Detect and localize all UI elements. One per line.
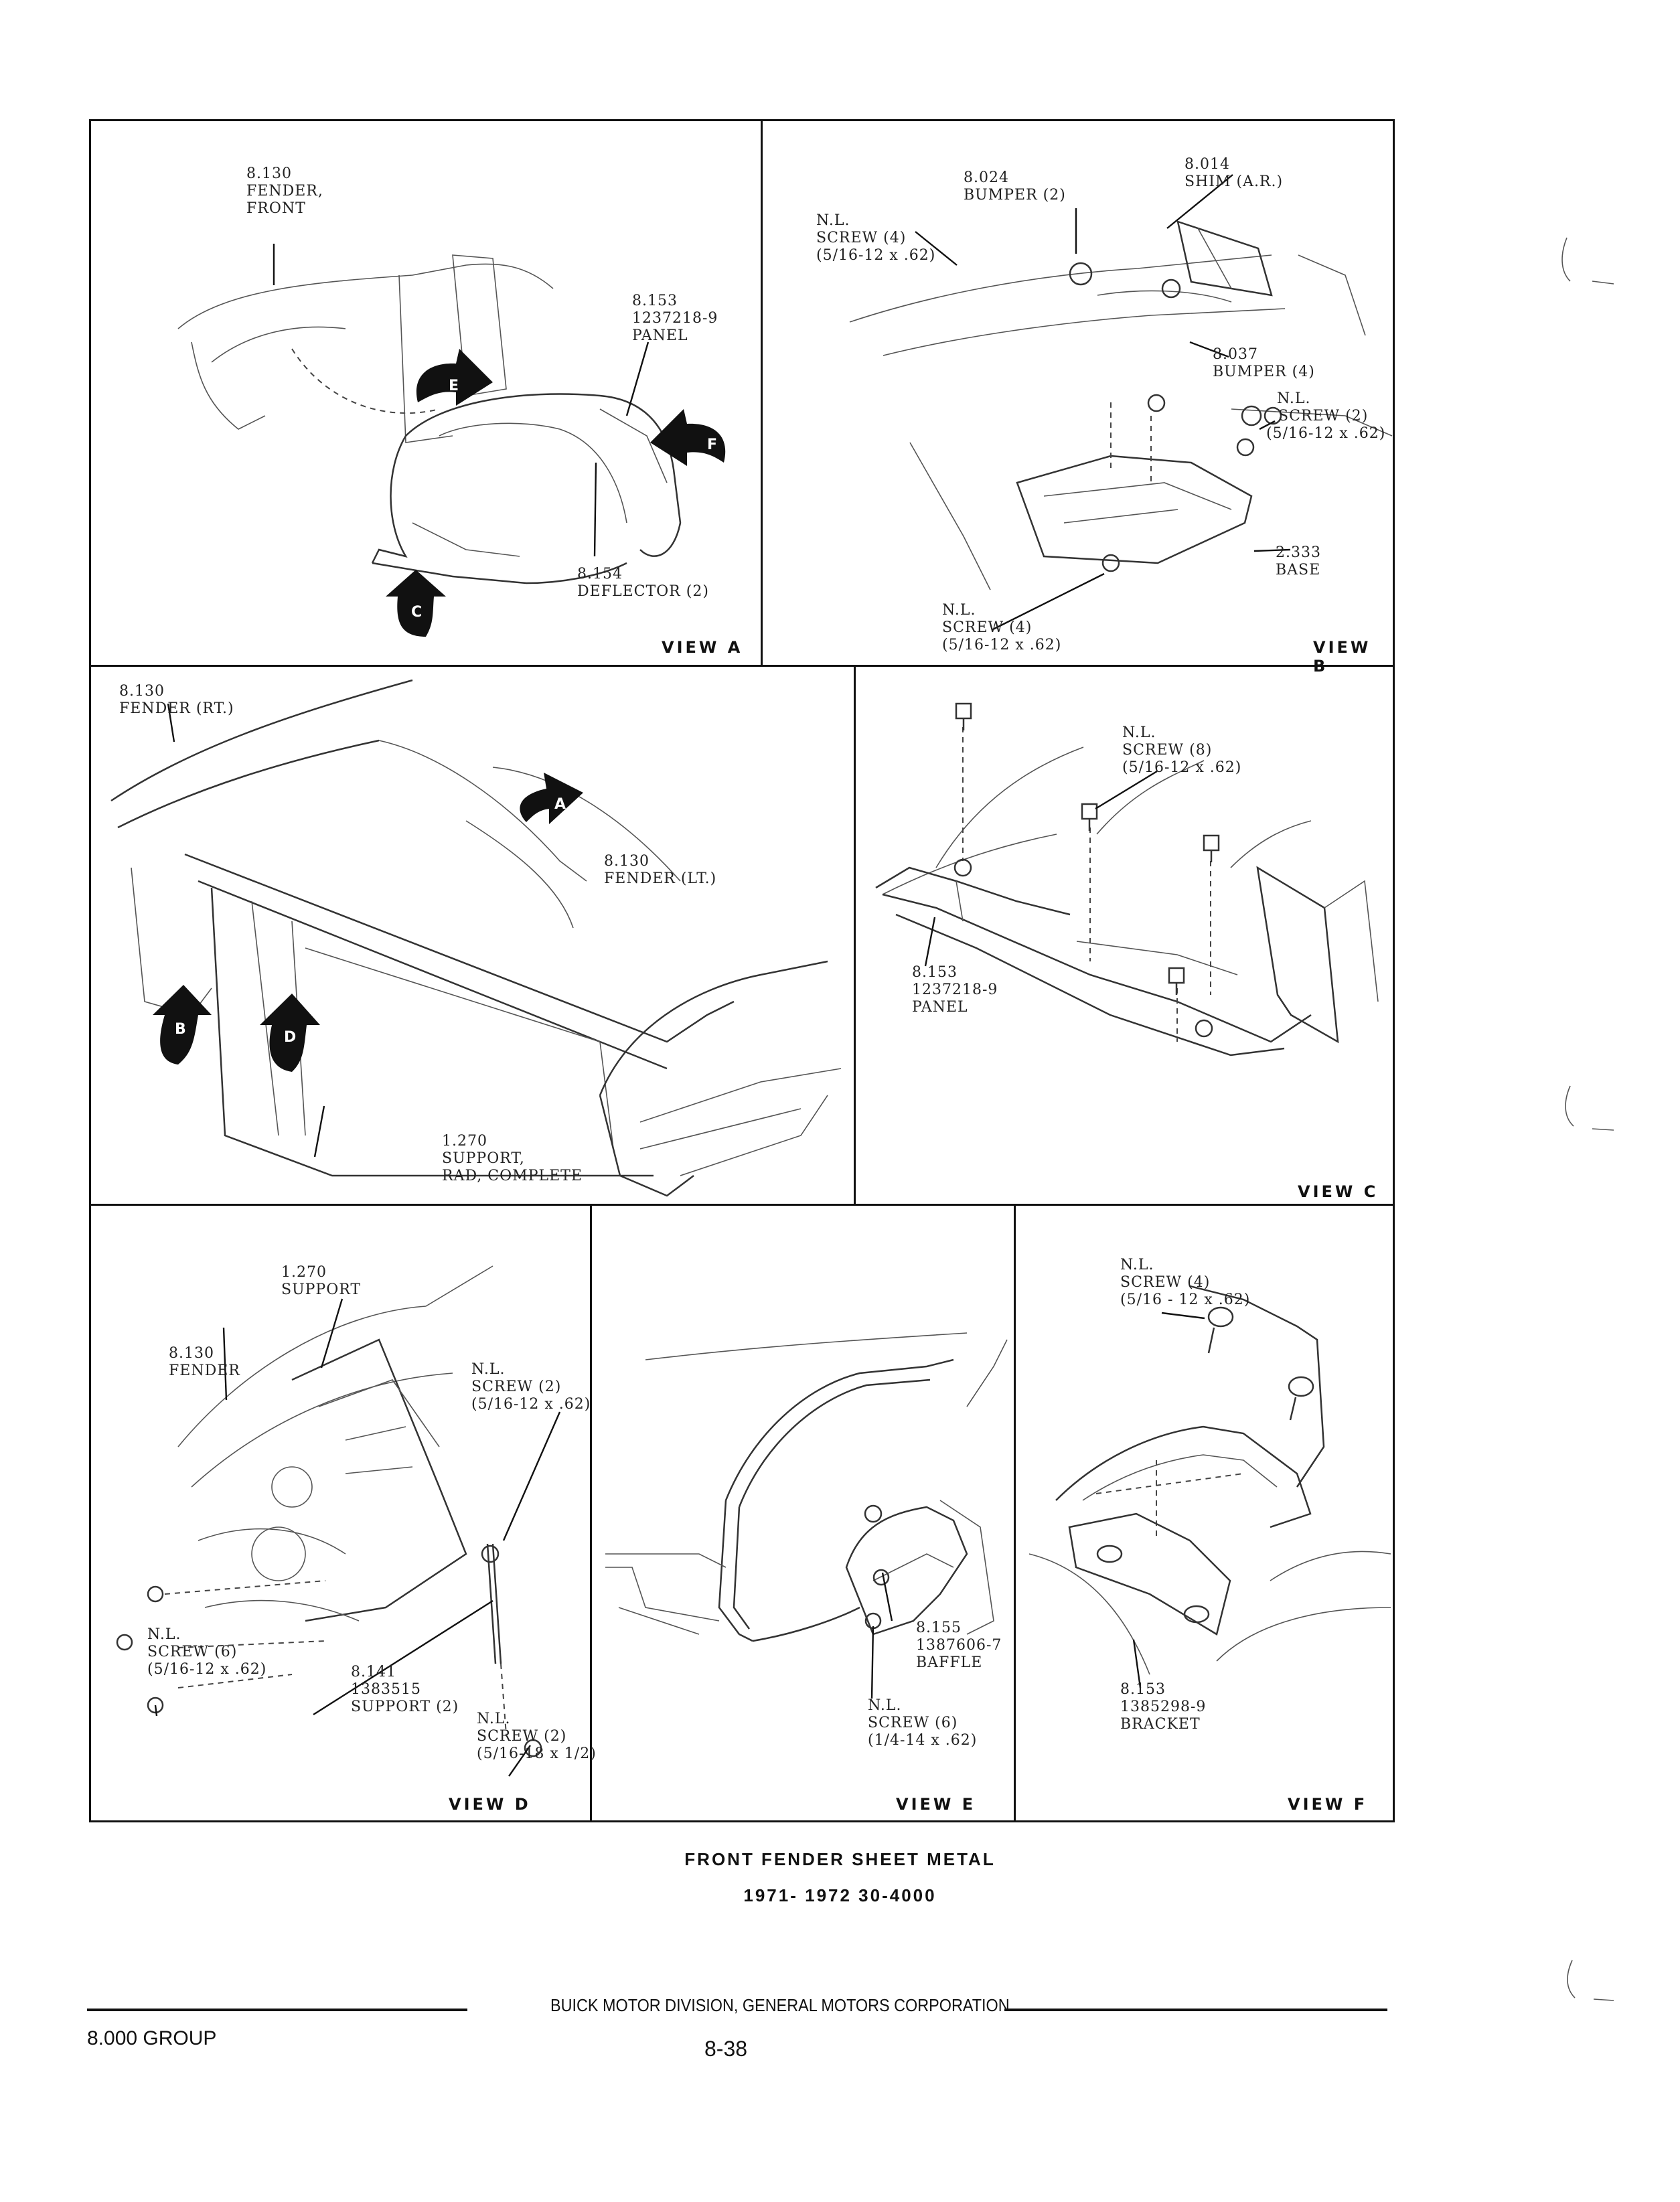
main-view-illustration: A B D [110,679,842,1197]
view-c-title: VIEW C [1298,1182,1379,1201]
label-support-rad: 1.270 SUPPORT, RAD, COMPLETE [442,1133,583,1184]
label-screw-side-size: (5/16-12 x .62) [1266,425,1386,442]
svg-text:F: F [707,437,717,453]
arrow-c-icon: C [386,570,446,637]
svg-text:B: B [175,1021,186,1038]
label-screw-c: N.L. SCREW (8) (5/16-12 x .62) [1122,724,1242,776]
label-deflector: 8.154 DEFLECTOR (2) [577,566,709,600]
figure-subtitle: 1971- 1972 30-4000 [743,1885,937,1905]
label-screw-right-d: N.L. SCREW (2) (5/16-12 x .62) [471,1361,591,1413]
label-fender-d: 8.130 FENDER [169,1345,240,1379]
label-fender-front: 8.130 FENDER, FRONT [246,165,323,217]
arrow-f-icon: F [650,409,726,466]
label-bumper-side: 8.037 BUMPER (4) [1213,346,1315,380]
view-b-illustration [849,174,1393,631]
label-screw-left-d: N.L. SCREW (6) (5/16-12 x .62) [147,1626,267,1678]
arrow-b-icon: B [153,985,212,1065]
view-c-panel: N.L. SCREW (8) (5/16-12 x .62) 8.153 123… [854,665,1395,1206]
view-c-illustration [875,702,1379,1056]
view-f-title: VIEW F [1288,1795,1368,1814]
label-screw-e: N.L. SCREW (6) (1/4-14 x .62) [868,1697,978,1749]
footer-rule-left [87,2009,467,2011]
label-screw-top: N.L. SCREW (4) (5/16-12 x .62) [816,212,936,264]
view-e-title: VIEW E [896,1795,976,1814]
label-fender-rt: 8.130 FENDER (RT.) [119,683,234,717]
view-d-panel: 1.270 SUPPORT 8.130 FENDER N.L. SCREW (2… [89,1204,596,1822]
label-fender-lt: 8.130 FENDER (LT.) [604,853,717,887]
figure-title: FRONT FENDER SHEET METAL [684,1849,996,1869]
label-shim: 8.014 SHIM (A.R.) [1185,156,1284,190]
view-d-illustration [116,1265,561,1777]
arrow-d-icon: D [260,994,320,1072]
view-a-panel: E F C 8.130 FENDER, FRONT 8.153 1237218-… [89,119,763,667]
arrow-a-icon: A [520,773,583,824]
footer-rule-right [1004,2009,1387,2011]
footer-division: BUICK MOTOR DIVISION, GENERAL MOTORS COR… [550,1995,1010,2015]
label-panel-c: 8.153 1237218-9 PANEL [912,964,998,1016]
label-support-d: 1.270 SUPPORT [281,1264,362,1298]
view-a-title: VIEW A [662,638,743,657]
view-d-title: VIEW D [449,1795,531,1814]
view-e-panel: 8.155 1387606-7 BAFFLE N.L. SCREW (6) (1… [590,1204,1016,1822]
view-f-illustration [1028,1285,1391,1688]
footer-group: 8.000 GROUP [87,2027,217,2049]
svg-text:A: A [554,796,566,813]
label-screw-side-head: N.L. [1277,390,1311,407]
label-bracket: 8.153 1385298-9 BRACKET [1120,1681,1207,1733]
view-f-panel: N.L. SCREW (4) (5/16 - 12 x .62) 8.153 1… [1014,1204,1395,1822]
svg-text:D: D [284,1029,296,1046]
label-bumper-top: 8.024 BUMPER (2) [964,169,1066,204]
footer-page-number: 8-38 [704,2037,748,2061]
label-screw-bottom: N.L. SCREW (4) (5/16-12 x .62) [942,602,1062,653]
label-screw-bottom-d: N.L. SCREW (2) (5/16-18 x 1/2) [477,1711,597,1762]
view-a-illustration: E F C [177,244,726,637]
label-base: 2.333 BASE [1276,544,1321,578]
arrow-e-icon: E [416,349,493,406]
main-view-panel: A B D 8.130 FENDER (RT.) 8.130 FENDER (L… [89,665,856,1206]
label-support-rod-d: 8.141 1383515 SUPPORT (2) [351,1664,459,1715]
svg-text:C: C [411,604,422,621]
label-baffle: 8.155 1387606-7 BAFFLE [916,1620,1002,1671]
label-screw-f: N.L. SCREW (4) (5/16 - 12 x .62) [1120,1257,1251,1308]
svg-text:E: E [449,378,459,394]
view-e-illustration [605,1332,1008,1699]
label-panel: 8.153 1237218-9 PANEL [632,293,718,344]
view-b-panel: N.L. SCREW (4) (5/16-12 x .62) 8.024 BUM… [761,119,1395,676]
label-screw-side-name: SCREW (2) [1278,408,1369,424]
